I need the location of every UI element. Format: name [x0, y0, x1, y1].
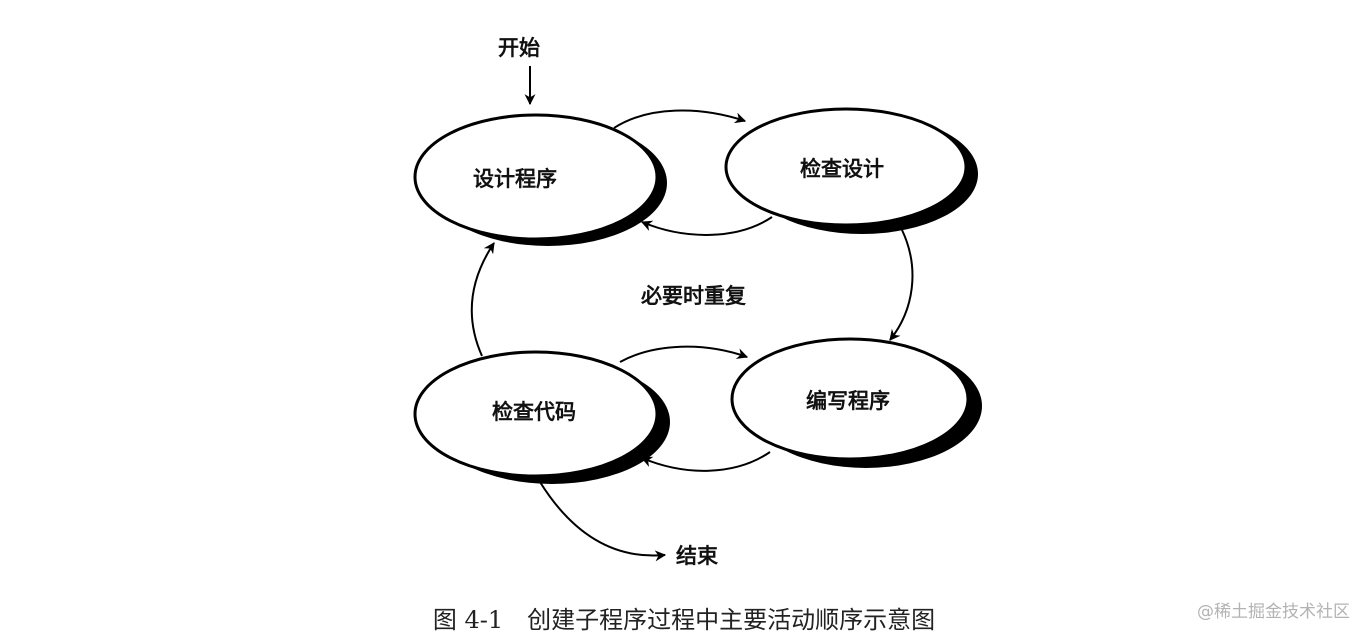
- node-design-program-ellipse: [413, 113, 659, 241]
- node-check-code: 检查代码: [413, 350, 670, 484]
- start-label: 开始: [498, 36, 540, 60]
- edge-check-code-to-end: [539, 481, 667, 562]
- node-write-program-ellipse: [730, 337, 970, 461]
- watermark: @稀土掘金技术社区: [1197, 602, 1350, 622]
- node-check-design-ellipse: [724, 107, 968, 227]
- node-design-program: 设计程序: [413, 113, 667, 246]
- node-check-code-label: 检查代码: [492, 400, 576, 424]
- node-write-program: 编写程序: [730, 337, 982, 468]
- node-write-program-label: 编写程序: [806, 389, 890, 413]
- node-check-design-label: 检查设计: [800, 157, 884, 181]
- figure-caption: 图 4-1 创建子程序过程中主要活动顺序示意图: [432, 606, 936, 634]
- edge-check-code-to-design: [470, 242, 495, 357]
- edge-check-design-to-write: [889, 229, 914, 341]
- node-check-code-ellipse: [413, 350, 659, 478]
- node-design-program-label: 设计程序: [473, 167, 557, 191]
- edge-write-to-check-code: [640, 451, 771, 472]
- edge-check-code-to-write: [619, 345, 749, 363]
- edge-design-to-check-design: [613, 109, 747, 129]
- edge-check-design-to-design: [640, 216, 773, 236]
- node-check-design: 检查设计: [724, 107, 978, 234]
- end-label: 结束: [676, 544, 719, 568]
- repeat-label: 必要时重复: [641, 284, 747, 308]
